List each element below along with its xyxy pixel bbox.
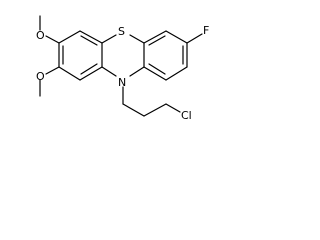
left-aromatic-ring <box>58 30 103 81</box>
chlorine-label: Cl <box>181 109 192 122</box>
fluorine-label: F <box>203 24 209 37</box>
chloropropyl-chain <box>122 86 181 117</box>
sulfur-label: S <box>118 25 125 38</box>
bond <box>45 35 60 44</box>
bond <box>79 66 103 81</box>
bond <box>143 66 167 81</box>
molecule-diagram: S N F O O Cl <box>0 0 241 144</box>
bond <box>45 66 60 75</box>
bond <box>79 30 103 44</box>
bond <box>148 63 166 75</box>
bond <box>165 66 188 81</box>
bond <box>148 35 166 46</box>
oxygen-upper-label: O <box>36 29 45 42</box>
bond <box>165 30 188 44</box>
bond <box>80 63 98 75</box>
bond <box>165 103 181 113</box>
oxygen-lower-label: O <box>36 70 45 83</box>
bond <box>143 30 167 44</box>
nitrogen-label: N <box>118 76 126 89</box>
bond <box>101 66 117 77</box>
structure-svg: S N F O O Cl <box>36 15 209 122</box>
bond <box>129 34 145 44</box>
bond <box>143 103 167 117</box>
bond <box>101 34 117 44</box>
bond <box>129 66 145 77</box>
bond <box>186 33 203 44</box>
bond <box>122 103 145 117</box>
methoxy-groups <box>39 15 60 97</box>
bond <box>58 66 81 81</box>
bond <box>58 30 81 44</box>
central-ring <box>101 34 145 77</box>
bond <box>80 35 98 46</box>
right-aromatic-ring <box>143 30 188 81</box>
